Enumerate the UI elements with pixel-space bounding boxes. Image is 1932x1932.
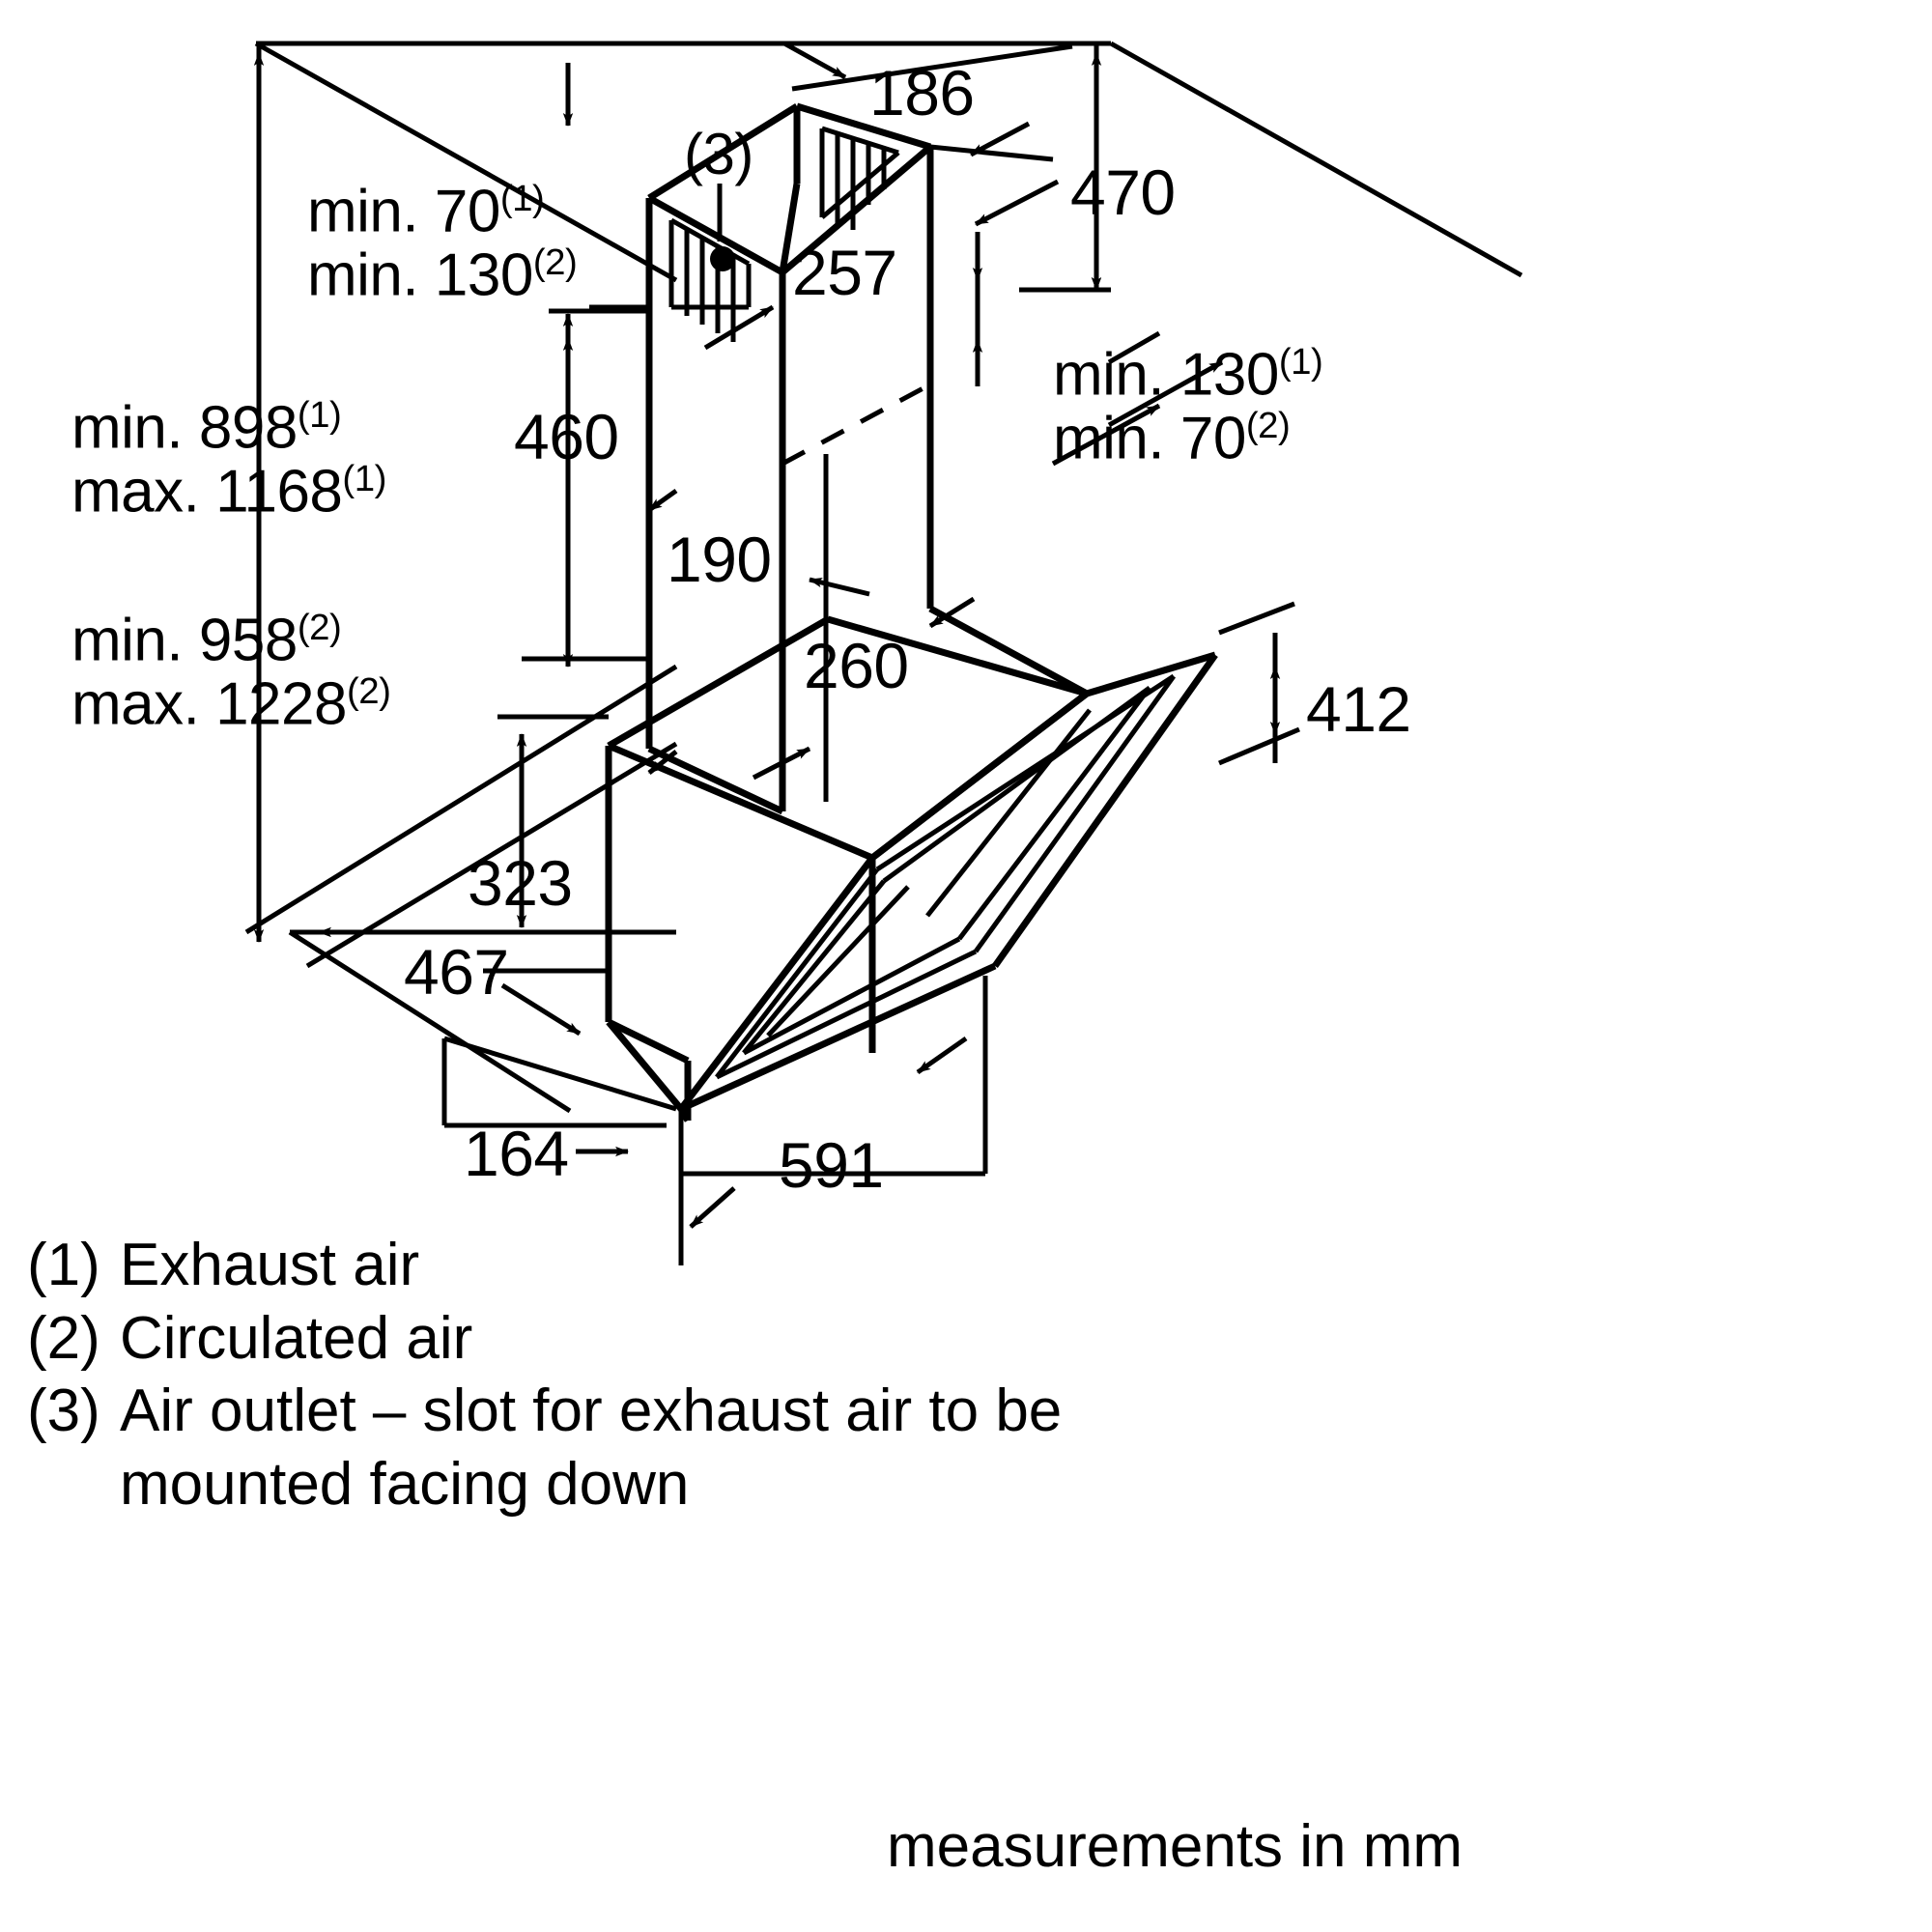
dim-257 [703,179,1060,351]
label-overall-height-exhaust: min. 898(1) max. 1168(1) [71,394,386,526]
dim-467 [288,926,676,1114]
legend-text: Exhaust air [120,1232,420,1298]
glass-panel-inner-frame [715,673,1177,1080]
angled-glass-panel [678,651,1218,1113]
air-outlet-center-dot [710,246,735,271]
dim-260 [752,577,976,781]
label-412: 412 [1306,673,1411,745]
dim-591 [678,976,988,1265]
legend-marker: (3) [27,1378,100,1445]
label-190: 190 [667,524,772,595]
label-460: 460 [514,401,619,472]
dim-left-clearance [562,63,649,372]
label-257: 257 [792,237,897,308]
dim-470 [985,41,1111,293]
chimney-lower [647,605,1089,815]
helper-lines [244,664,678,969]
label-260: 260 [804,630,909,701]
legend-block: (1) Exhaust air (2) Circulated air (3) A… [27,1229,1062,1521]
air-outlet-grille-left [668,217,752,342]
label-air-outlet-marker: (3) [684,122,753,186]
dim-186 [782,41,1073,162]
air-outlet-grille-right [819,126,900,230]
dim-323 [483,714,609,974]
label-164: 164 [464,1118,569,1189]
legend-text: mounted facing down [120,1450,690,1518]
label-323: 323 [468,847,573,919]
dim-412 [1218,601,1300,766]
legend-text: Circulated air [120,1304,473,1372]
legend-marker: (1) [27,1232,100,1298]
chimney-upper [645,102,934,811]
legend-item: (3) Air outlet – slot for exhaust air to… [27,1375,1062,1448]
legend-item: (2) Circulated air [27,1302,1062,1376]
legend-item: (1) Exhaust air [27,1229,1062,1302]
dim-164 [441,1036,677,1157]
chimney-section-dashed-line [781,382,932,467]
legend-marker: (2) [27,1304,100,1372]
label-overall-height-circulated: min. 958(2) max. 1228(2) [71,607,391,739]
label-591: 591 [779,1129,884,1201]
label-min-clearance-right: min. 130(1) min. 70(2) [1053,341,1323,473]
label-min-clearance-left: min. 70(1) min. 130(2) [307,178,578,310]
dim-190 [647,454,829,802]
dim-460 [522,308,649,668]
dim-right-clearance [972,232,1224,467]
label-467: 467 [404,936,509,1008]
units-note: measurements in mm [887,1813,1463,1880]
legend-item: mounted facing down [27,1448,1062,1521]
label-186: 186 [869,57,975,128]
legend-text: Air outlet – slot for exhaust air to be [120,1378,1063,1445]
label-470: 470 [1070,156,1176,228]
ceiling-reference-lines [254,41,1523,283]
